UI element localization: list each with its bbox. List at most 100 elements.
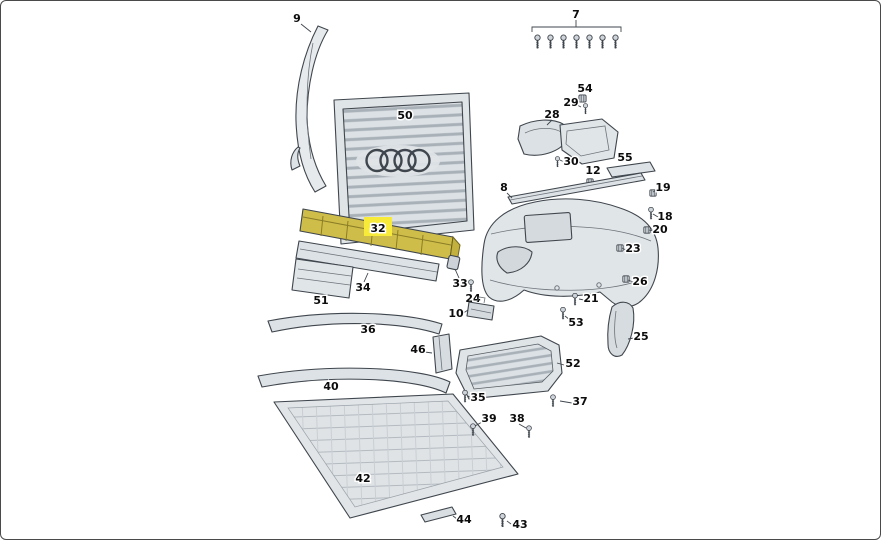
screw-icon <box>499 513 506 528</box>
part-32-label: 32 <box>370 222 385 235</box>
screw-icon <box>612 34 619 49</box>
part-8-label: 8 <box>500 181 508 194</box>
part-26: 26 <box>622 274 649 290</box>
screw-icon <box>560 34 567 49</box>
part-46: 46 <box>409 333 453 374</box>
screw-icon <box>648 207 654 220</box>
part-30: 30 <box>555 154 580 170</box>
part-54: 54 <box>576 81 594 103</box>
part-9-label: 9 <box>293 12 301 25</box>
part-43: 43 <box>499 513 529 533</box>
part-36: 36 <box>267 312 443 338</box>
screw-icon <box>573 34 580 49</box>
screw-icon <box>526 425 532 439</box>
part-26-label: 26 <box>632 275 648 288</box>
part-43-label: 43 <box>512 518 527 531</box>
part-23-label: 23 <box>625 242 640 255</box>
part-29: 29 <box>562 95 588 115</box>
part-37-label: 37 <box>572 395 587 408</box>
part-51-label: 51 <box>313 294 328 307</box>
part-55: 55 <box>606 150 656 178</box>
part-42: 42 <box>273 393 519 519</box>
bumper-cover <box>481 198 659 308</box>
screw-icon <box>555 156 560 168</box>
trim-strip-shape <box>606 161 656 178</box>
part-50: 50 <box>333 92 475 245</box>
part-54-label: 54 <box>577 82 593 95</box>
part-38: 38 <box>508 411 532 439</box>
screw-icon <box>462 390 468 403</box>
screw-icon <box>572 293 578 306</box>
part-10: 10 <box>447 296 495 322</box>
part-21: 21 <box>572 291 600 307</box>
screw-icon <box>586 34 593 49</box>
part-10-label: 10 <box>448 307 464 320</box>
part-42-label: 42 <box>355 472 370 485</box>
clip-icon <box>622 275 630 283</box>
part-39-label: 39 <box>481 412 496 425</box>
part-44: 44 <box>420 506 473 528</box>
part-35: 35 <box>462 390 487 406</box>
plate-bracket-shape <box>291 258 354 299</box>
part-34: 34 <box>295 240 440 296</box>
part-8: 8 <box>499 172 646 205</box>
plate-mount <box>523 212 573 243</box>
part-7: 7 <box>531 7 622 49</box>
part-30-label: 30 <box>563 155 579 168</box>
screw-icon <box>583 103 588 115</box>
part-29-label: 29 <box>563 96 578 109</box>
part-12: 12 <box>584 163 602 186</box>
bracket-shape <box>432 333 453 374</box>
fender-strip-shape <box>295 25 329 193</box>
part-25-label: 25 <box>633 330 648 343</box>
screw-icon <box>547 34 554 49</box>
highlight-marker <box>364 217 392 236</box>
screw-icon <box>550 394 556 408</box>
part-18-label: 18 <box>657 210 672 223</box>
shield-ribs <box>287 400 504 508</box>
part-50-label: 50 <box>397 109 413 122</box>
part-28-label: 28 <box>544 108 559 121</box>
part-20-label: 20 <box>652 223 668 236</box>
part-7-label: 7 <box>572 8 580 21</box>
part-23: 23 <box>616 241 642 257</box>
side-bracket-shape <box>607 301 635 357</box>
part-12-label: 12 <box>585 164 600 177</box>
part-9: 9 <box>290 11 329 193</box>
screw-icon <box>599 34 606 49</box>
part-53: 53 <box>560 307 585 331</box>
part-35-label: 35 <box>470 391 485 404</box>
fog-recess <box>496 246 533 274</box>
screw-icon <box>534 34 541 49</box>
part-36-label: 36 <box>360 323 376 336</box>
part-40-label: 40 <box>323 380 339 393</box>
part-39: 39 <box>470 411 498 437</box>
part-53-label: 53 <box>568 316 583 329</box>
part-46-label: 46 <box>410 343 426 356</box>
audi-rings-icon <box>365 148 431 173</box>
spoiler-strip-shape <box>267 312 443 335</box>
part-40: 40 <box>257 367 451 395</box>
support-bar-shape <box>295 240 440 282</box>
part-44-label: 44 <box>456 513 472 526</box>
part-38-label: 38 <box>509 412 524 425</box>
part-19-label: 19 <box>655 181 670 194</box>
screw-icon <box>560 307 566 320</box>
rings-backing <box>356 145 440 177</box>
upper-strip-shape <box>507 172 646 205</box>
part-37: 37 <box>550 394 589 410</box>
fog-grille-slats <box>465 343 554 390</box>
clip-shape <box>446 254 461 271</box>
part-52: 52 <box>455 335 582 400</box>
part-19: 19 <box>649 180 672 197</box>
part-33: 33 <box>446 254 469 292</box>
part-20: 20 <box>643 222 669 238</box>
clip-icon <box>578 94 587 103</box>
small-strip-shape <box>420 506 457 523</box>
lower-strip-shape <box>257 367 451 394</box>
part-51: 51 <box>291 258 354 309</box>
part-52-label: 52 <box>565 357 580 370</box>
screw-icon <box>468 279 474 293</box>
